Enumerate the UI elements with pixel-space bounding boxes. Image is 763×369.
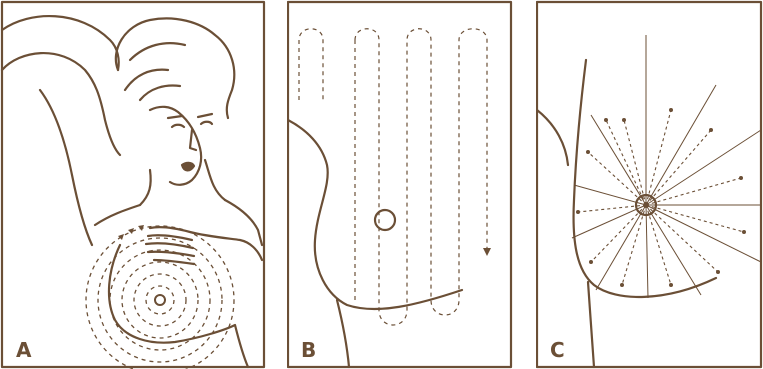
neck-right [205,160,225,200]
panel-a-illustration [0,0,266,369]
finger-2 [146,243,193,248]
eyebrow-left [168,116,182,118]
radial-arrowheads [576,108,746,287]
panel-b: B [287,0,513,369]
finger-1 [148,235,192,240]
mouth [182,163,194,171]
panel-label-c: C [550,338,565,362]
torso-side-c [574,60,716,297]
panel-b-frame [288,2,511,367]
face [150,107,201,185]
hair-detail [130,43,185,60]
armpit-line [40,90,92,245]
radial-arrows [578,110,744,285]
down-arrow [483,248,491,256]
nipple-marker-b [375,210,395,230]
nipple-marker [155,295,165,305]
panel-label-a: A [16,338,31,362]
eye-right [201,122,212,124]
eyebrow-right [198,114,212,117]
hair-detail-3 [140,86,180,100]
torso-left-edge [537,110,568,165]
raised-arm [2,16,119,70]
finger-3 [148,252,194,256]
panel-a: A [0,0,266,369]
panel-label-b: B [301,338,316,362]
neck [140,170,151,205]
wedge-lines [572,35,761,298]
circle-arrows [118,225,144,240]
body-lower [337,300,349,367]
panel-b-illustration [287,0,513,369]
body-lower-c [588,282,594,367]
torso-side [288,120,462,309]
panel-c-frame [537,2,761,367]
panel-c-illustration [536,0,763,369]
hair [116,18,234,118]
breast-outline [109,245,248,367]
panel-c: C [536,0,763,369]
shoulder [95,205,140,225]
raised-arm-inner [2,53,120,155]
eye-left [172,125,184,127]
